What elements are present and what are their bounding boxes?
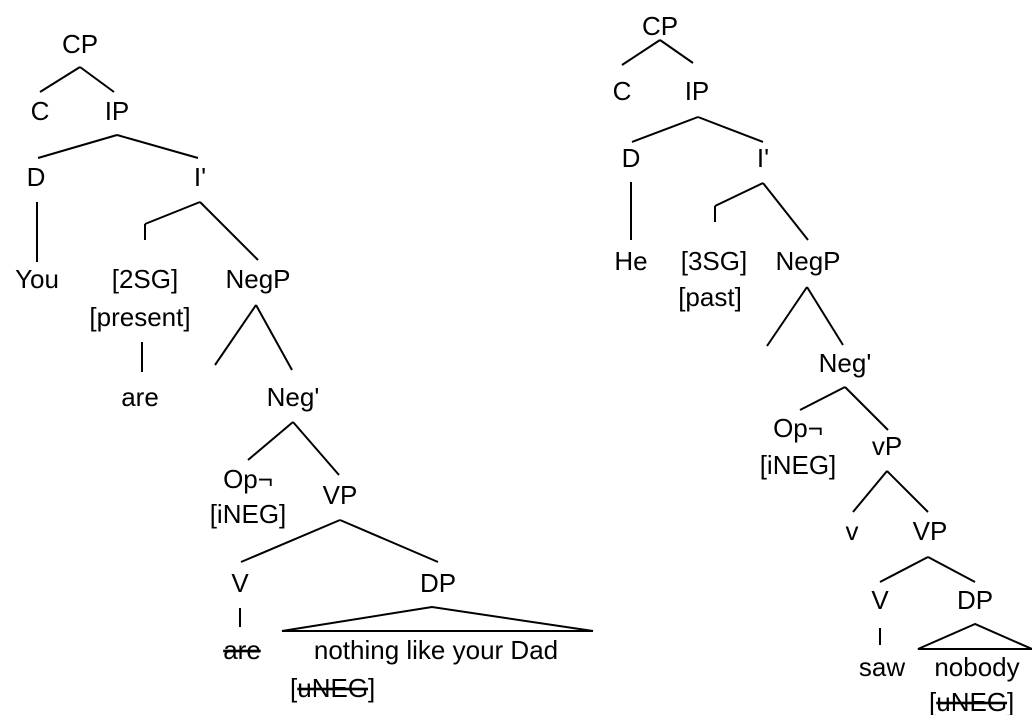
- edge-ip-d-2: [631, 116, 699, 143]
- node-negp: NegP: [225, 264, 290, 294]
- edge-negp-left: [214, 304, 257, 366]
- edge-vp-dp: [339, 519, 439, 563]
- node-are-struck: are: [223, 635, 261, 665]
- node-dp: DP: [420, 568, 456, 598]
- node-v: V: [231, 568, 249, 598]
- edge-ip-d: [37, 134, 118, 159]
- node-ineg: [iNEG]: [210, 499, 287, 529]
- triangle-dp-nobody: [917, 622, 1032, 650]
- node-cp: CP: [62, 29, 98, 59]
- node-you: You: [15, 264, 59, 294]
- edge-ibar-i: [144, 201, 201, 225]
- node-features-3sg-2: [3SG]: [681, 246, 747, 276]
- edge-negp-negbar-2: [806, 286, 844, 346]
- node-dp-2: DP: [957, 585, 993, 615]
- edge-cp-ip: [79, 66, 115, 93]
- edge-vp-v: [240, 519, 341, 563]
- node-features-2sg: [2SG]: [112, 264, 178, 294]
- node-op-2: Op¬: [773, 413, 823, 443]
- edge-littlevp-v-2: [852, 470, 888, 513]
- edge-vp-v-2: [879, 556, 929, 583]
- node-c: C: [31, 96, 50, 126]
- node-negp-2: NegP: [775, 246, 840, 276]
- edge-negp-negbar: [255, 304, 293, 371]
- node-cp-2: CP: [642, 11, 678, 41]
- edge-ibar-i-2: [714, 182, 764, 207]
- node-op: Op¬: [223, 464, 273, 494]
- node-ip: IP: [105, 96, 130, 126]
- node-vp-2: VP: [913, 516, 948, 546]
- triangle-dp-nothing: [281, 605, 594, 632]
- edge-ibar-negp-2: [762, 182, 809, 241]
- edge-cp-c: [39, 66, 81, 93]
- node-uneg-2: [uNEG]: [929, 687, 1014, 715]
- edge-cp-c-2: [621, 39, 661, 66]
- node-ibar-2: I': [757, 143, 769, 173]
- node-negbar: Neg': [267, 382, 320, 412]
- node-d-2: D: [622, 143, 641, 173]
- edge-ibar-negp: [199, 201, 259, 261]
- tree-1: CP C IP D I' You [2SG] [present] NegP ar…: [15, 29, 594, 703]
- node-saw-2: saw: [859, 652, 905, 682]
- node-little-vp-2: vP: [872, 431, 902, 461]
- edge-negbar-vp: [292, 421, 340, 476]
- node-are: are: [121, 382, 159, 412]
- node-ibar: I': [194, 162, 206, 192]
- tree-2: CP C IP D I' He [3SG] [past] NegP Neg' O…: [613, 11, 1032, 715]
- node-features-present: [present]: [89, 302, 190, 332]
- node-uneg-1: [uNEG]: [290, 673, 375, 703]
- node-ineg-2: [iNEG]: [760, 450, 837, 480]
- node-negbar-2: Neg': [819, 348, 872, 378]
- edge-negbar-op: [247, 421, 294, 461]
- edge-ip-ibar-2: [697, 116, 764, 143]
- edge-ip-ibar: [116, 134, 199, 159]
- node-ip-2: IP: [685, 76, 710, 106]
- edge-negp-left-2: [766, 286, 808, 347]
- edge-littlevp-vp-2: [886, 470, 929, 513]
- node-he-2: He: [614, 246, 647, 276]
- node-nobody-2: nobody: [934, 652, 1019, 682]
- node-features-past-2: [past]: [678, 282, 742, 312]
- edge-cp-ip-2: [659, 39, 694, 64]
- edge-vp-dp-2: [927, 556, 976, 583]
- node-dp-content: nothing like your Dad: [314, 635, 558, 665]
- node-c-2: C: [613, 76, 632, 106]
- node-little-v-2: v: [846, 516, 859, 546]
- node-d: D: [27, 162, 46, 192]
- node-v-2: V: [871, 585, 889, 615]
- node-vp: VP: [323, 480, 358, 510]
- edge-negbar-op-2: [799, 386, 846, 411]
- edge-negbar-littlevp-2: [844, 386, 889, 431]
